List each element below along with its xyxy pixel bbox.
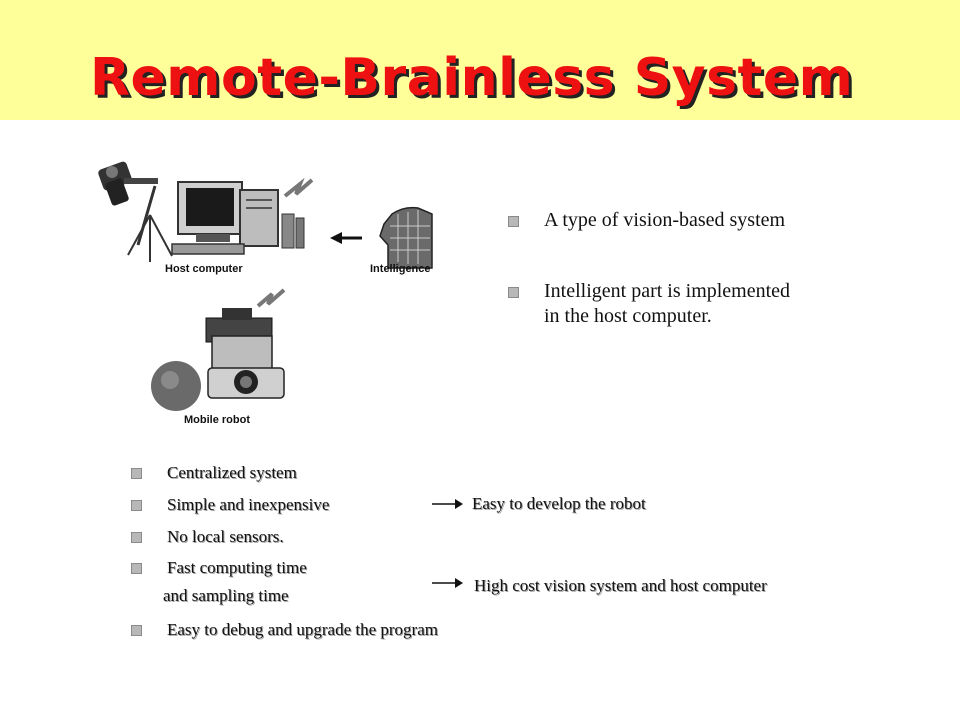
lower-bullet-text: Fast computing time xyxy=(167,558,307,577)
mobile-robot-icon xyxy=(151,308,285,411)
bullet-square-icon xyxy=(131,625,142,636)
right-bullet-text: Intelligent part is implemented in the h… xyxy=(544,280,791,327)
lower-bullet: Simple and inexpensive xyxy=(131,494,329,515)
bullet-square-icon xyxy=(508,287,519,298)
intelligence-label: Intelligence xyxy=(370,263,431,275)
host-computer-icon xyxy=(171,181,305,255)
intelligence-head-icon xyxy=(379,206,433,269)
lower-bullet: No local sensors. xyxy=(131,526,284,547)
lower-bullet-text: Simple and inexpensive xyxy=(167,495,330,514)
arrow-right-icon xyxy=(432,499,463,509)
bullet-square-icon xyxy=(131,563,142,574)
right-bullet: Intelligent part is implemented in the h… xyxy=(508,279,790,329)
host-computer-label: Host computer xyxy=(165,263,243,275)
arrow-left-icon xyxy=(330,232,342,244)
lower-bullet-continuation: and sampling time xyxy=(163,586,289,605)
right-bullet-text: A type of vision-based system xyxy=(544,209,786,231)
lower-bullet: Fast computing time xyxy=(131,557,307,578)
wireless-signal-icon xyxy=(283,177,314,198)
lower-bullet: Easy to debug and upgrade the program xyxy=(131,619,438,640)
lower-bullet: Centralized system xyxy=(131,462,297,483)
camera-icon xyxy=(98,161,173,262)
lower-bullet-text: Easy to debug and upgrade the program xyxy=(167,620,438,639)
arrow-right-icon xyxy=(432,578,463,588)
bullet-square-icon xyxy=(131,500,142,511)
lower-bullet-text: Centralized system xyxy=(167,463,297,482)
title-band xyxy=(0,0,960,120)
bullet-square-icon xyxy=(508,216,519,227)
mobile-robot-label: Mobile robot xyxy=(184,414,250,426)
slide-title: Remote-Brainless System xyxy=(90,48,854,108)
bullet-square-icon xyxy=(131,532,142,543)
note-easy-develop: Easy to develop the robot xyxy=(472,494,646,513)
right-bullet: A type of vision-based system xyxy=(508,208,785,233)
wireless-signal-icon-2 xyxy=(256,288,286,308)
bullet-square-icon xyxy=(131,468,142,479)
lower-bullet-text: No local sensors. xyxy=(167,527,284,546)
note-high-cost: High cost vision system and host compute… xyxy=(474,576,767,595)
